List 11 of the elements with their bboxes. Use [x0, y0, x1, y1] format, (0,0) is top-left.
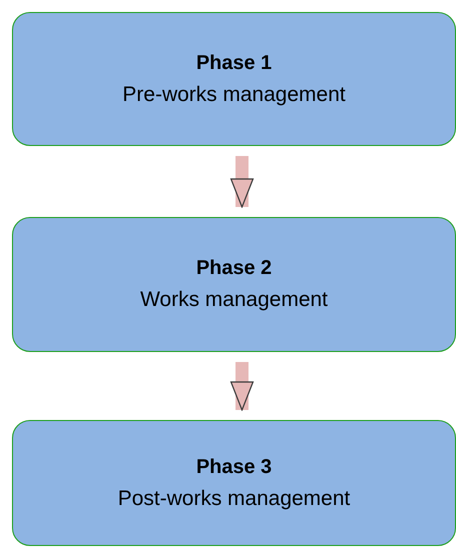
process-box	[12, 420, 456, 546]
block-arrow	[230, 156, 254, 208]
phase-title: Phase 2	[196, 257, 272, 280]
process-box	[12, 217, 456, 352]
block-arrow	[230, 362, 254, 411]
phase-title: Phase 3	[196, 456, 272, 478]
phase-description: Post-works management	[118, 486, 350, 510]
process-box	[12, 12, 456, 146]
phase-description: Pre-works management	[122, 82, 346, 106]
phase-description: Works management	[140, 288, 328, 312]
phase-title: Phase 1	[196, 52, 272, 74]
